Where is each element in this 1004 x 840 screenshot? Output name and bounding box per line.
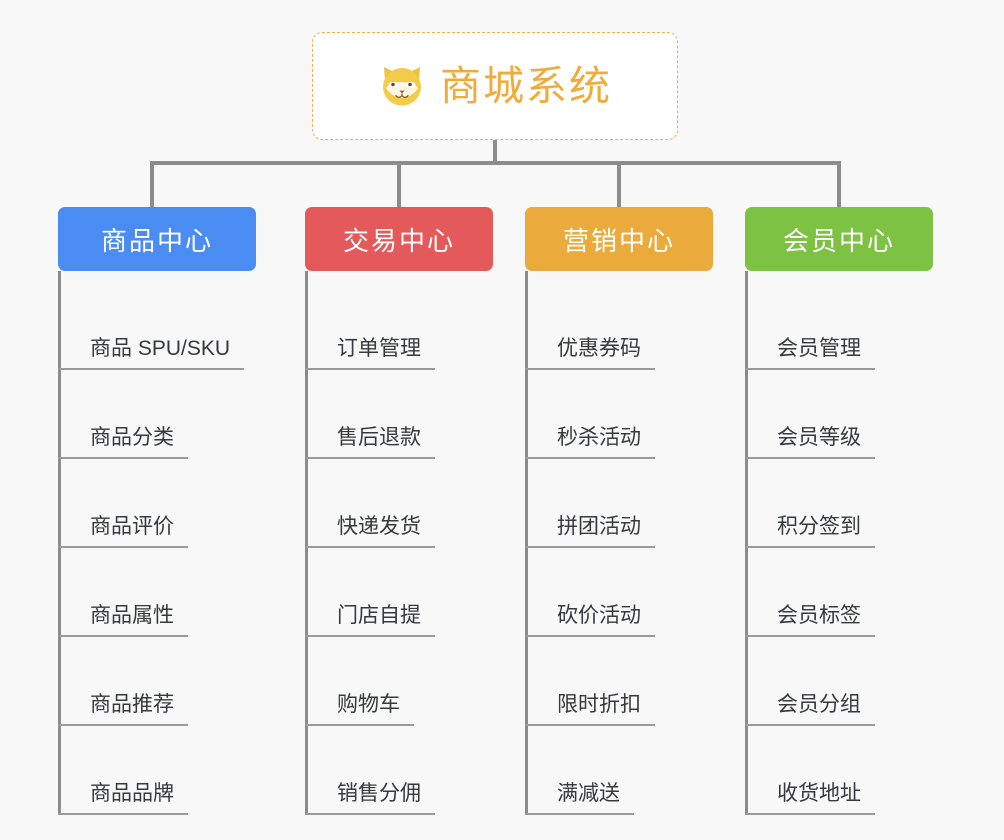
connector-horizontal-bus — [150, 161, 840, 165]
list-item[interactable]: 门店自提 — [305, 548, 493, 637]
category-label: 会员中心 — [782, 225, 895, 256]
list-item[interactable]: 商品 SPU/SKU — [58, 281, 256, 370]
leaf-label: 收货地址 — [745, 781, 875, 815]
list-item[interactable]: 商品推荐 — [58, 637, 256, 726]
root-title: 商城系统 — [440, 62, 612, 109]
category-label: 营销中心 — [562, 225, 675, 256]
category-box-trade-center[interactable]: 交易中心 — [305, 207, 493, 271]
leaf-label: 商品推荐 — [58, 692, 188, 726]
list-item[interactable]: 拼团活动 — [525, 459, 713, 548]
connector-root-stem — [493, 140, 497, 163]
list-item[interactable]: 商品品牌 — [58, 726, 256, 815]
branch-trunk-line — [745, 271, 748, 815]
list-item[interactable]: 会员分组 — [745, 637, 933, 726]
connector-drop-trade-center — [397, 161, 401, 209]
leaf-label: 优惠券码 — [525, 336, 655, 370]
connector-drop-marketing-center — [617, 161, 621, 209]
category-box-member-center[interactable]: 会员中心 — [745, 207, 933, 271]
root-node-mall-system[interactable]: 商城系统 — [312, 32, 678, 140]
list-item[interactable]: 会员等级 — [745, 370, 933, 459]
leaf-label: 砍价活动 — [525, 603, 655, 637]
branch-member-center: 会员中心 会员管理 会员等级 积分签到 会员标签 会员分组 收货地址 — [745, 207, 933, 815]
leaf-label: 会员管理 — [745, 336, 875, 370]
leaf-label: 满减送 — [525, 781, 634, 815]
leaf-list-marketing-center: 优惠券码 秒杀活动 拼团活动 砍价活动 限时折扣 满减送 — [525, 271, 713, 815]
connector-drop-product-center — [150, 161, 154, 209]
list-item[interactable]: 满减送 — [525, 726, 713, 815]
list-item[interactable]: 限时折扣 — [525, 637, 713, 726]
branch-trunk-line — [58, 271, 61, 815]
category-label: 商品中心 — [100, 225, 213, 256]
leaf-label: 商品分类 — [58, 425, 188, 459]
list-item[interactable]: 购物车 — [305, 637, 493, 726]
list-item[interactable]: 商品属性 — [58, 548, 256, 637]
leaf-list-trade-center: 订单管理 售后退款 快递发货 门店自提 购物车 销售分佣 — [305, 271, 493, 815]
list-item[interactable]: 会员标签 — [745, 548, 933, 637]
leaf-label: 商品品牌 — [58, 781, 188, 815]
list-item[interactable]: 优惠券码 — [525, 281, 713, 370]
list-item[interactable]: 商品分类 — [58, 370, 256, 459]
list-item[interactable]: 砍价活动 — [525, 548, 713, 637]
list-item[interactable]: 订单管理 — [305, 281, 493, 370]
leaf-list-member-center: 会员管理 会员等级 积分签到 会员标签 会员分组 收货地址 — [745, 271, 933, 815]
branch-trade-center: 交易中心 订单管理 售后退款 快递发货 门店自提 购物车 销售分佣 — [305, 207, 493, 815]
branch-trunk-line — [305, 271, 308, 815]
list-item[interactable]: 会员管理 — [745, 281, 933, 370]
branch-product-center: 商品中心 商品 SPU/SKU 商品分类 商品评价 商品属性 商品推荐 商品品牌 — [58, 207, 256, 815]
category-label: 交易中心 — [342, 225, 455, 256]
leaf-label: 快递发货 — [305, 514, 435, 548]
connector-drop-member-center — [837, 161, 841, 209]
leaf-label: 商品评价 — [58, 514, 188, 548]
list-item[interactable]: 积分签到 — [745, 459, 933, 548]
leaf-label: 订单管理 — [305, 336, 435, 370]
list-item[interactable]: 商品评价 — [58, 459, 256, 548]
leaf-label: 会员等级 — [745, 425, 875, 459]
branch-trunk-line — [525, 271, 528, 815]
branch-marketing-center: 营销中心 优惠券码 秒杀活动 拼团活动 砍价活动 限时折扣 满减送 — [525, 207, 713, 815]
leaf-list-product-center: 商品 SPU/SKU 商品分类 商品评价 商品属性 商品推荐 商品品牌 — [58, 271, 256, 815]
leaf-label: 会员分组 — [745, 692, 875, 726]
shiba-dog-icon — [378, 62, 426, 110]
leaf-label: 拼团活动 — [525, 514, 655, 548]
leaf-label: 购物车 — [305, 692, 414, 726]
list-item[interactable]: 秒杀活动 — [525, 370, 713, 459]
leaf-label: 限时折扣 — [525, 692, 655, 726]
leaf-label: 会员标签 — [745, 603, 875, 637]
leaf-label: 秒杀活动 — [525, 425, 655, 459]
leaf-label: 销售分佣 — [305, 781, 435, 815]
list-item[interactable]: 快递发货 — [305, 459, 493, 548]
leaf-label: 商品属性 — [58, 603, 188, 637]
category-box-marketing-center[interactable]: 营销中心 — [525, 207, 713, 271]
list-item[interactable]: 销售分佣 — [305, 726, 493, 815]
leaf-label: 门店自提 — [305, 603, 435, 637]
list-item[interactable]: 售后退款 — [305, 370, 493, 459]
list-item[interactable]: 收货地址 — [745, 726, 933, 815]
leaf-label: 积分签到 — [745, 514, 875, 548]
leaf-label: 售后退款 — [305, 425, 435, 459]
category-box-product-center[interactable]: 商品中心 — [58, 207, 256, 271]
leaf-label: 商品 SPU/SKU — [58, 336, 245, 370]
